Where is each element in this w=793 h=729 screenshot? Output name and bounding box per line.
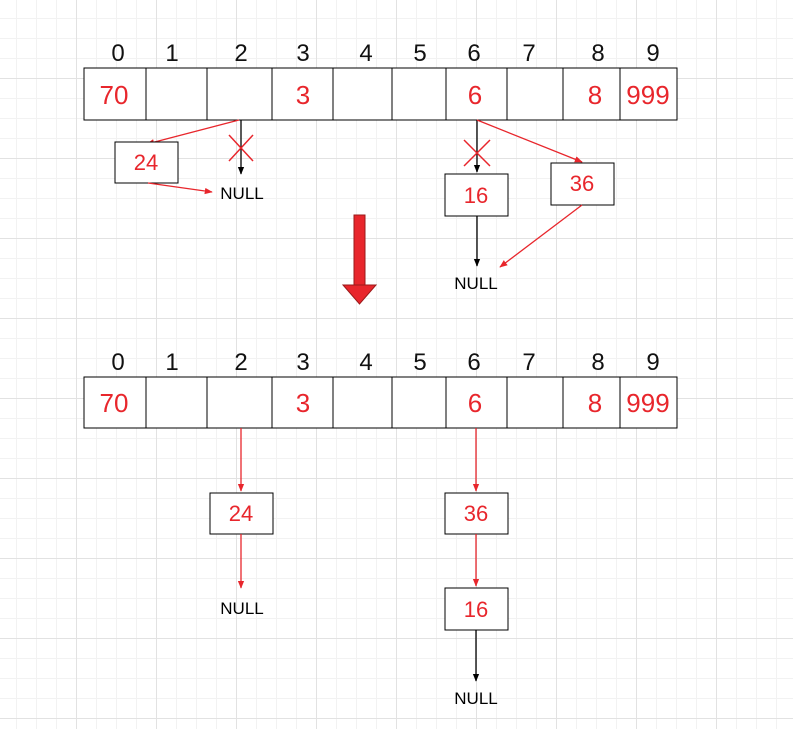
array-cell — [445, 67, 508, 121]
transition-down-arrow-icon — [341, 214, 378, 305]
list-node-value: 36 — [570, 171, 594, 196]
cell-value: 3 — [296, 80, 310, 110]
cell-value: 8 — [588, 388, 602, 418]
index-label: 0 — [111, 349, 124, 376]
array-cell — [145, 67, 208, 121]
index-label: 3 — [296, 349, 309, 376]
array-cell — [145, 376, 208, 429]
cell-value: 70 — [100, 80, 129, 110]
index-label: 3 — [296, 40, 309, 67]
index-label: 9 — [646, 40, 659, 67]
list-node-box — [444, 587, 509, 631]
index-label: 8 — [591, 349, 604, 376]
pointer-arrow — [499, 204, 583, 268]
index-label: 2 — [234, 40, 247, 67]
array-cell — [619, 67, 678, 121]
after-array: 70 3 6 8 999 — [83, 376, 678, 429]
null-label: NULL — [454, 274, 497, 293]
array-cell — [562, 376, 621, 429]
before-array: 70 3 6 8 999 — [83, 67, 678, 121]
cell-value: 8 — [588, 80, 602, 110]
before-section: 0 1 2 3 4 5 6 7 8 9 70 3 — [83, 40, 678, 293]
list-node-box — [114, 141, 179, 184]
before-index-labels: 0 1 2 3 4 5 6 7 8 9 — [111, 40, 659, 67]
array-cell — [506, 376, 564, 429]
cell-value: 999 — [626, 388, 669, 418]
list-node-value: 16 — [464, 597, 488, 622]
cell-value: 6 — [468, 388, 482, 418]
after-index-labels: 0 1 2 3 4 5 6 7 8 9 — [111, 349, 659, 376]
index-label: 8 — [591, 40, 604, 67]
index-label: 9 — [646, 349, 659, 376]
index-label: 5 — [413, 349, 426, 376]
list-node-value: 16 — [464, 183, 488, 208]
array-cell — [619, 376, 678, 429]
index-label: 7 — [522, 40, 535, 67]
cell-value: 3 — [296, 388, 310, 418]
array-cell — [332, 376, 393, 429]
list-node-box — [444, 173, 509, 217]
after-section: 0 1 2 3 4 5 6 7 8 9 70 3 — [83, 349, 678, 708]
null-label: NULL — [454, 689, 497, 708]
array-cell — [83, 376, 147, 429]
array-cell — [206, 376, 273, 429]
list-node-box — [550, 162, 615, 206]
index-label: 0 — [111, 40, 124, 67]
pointer-arrow — [476, 119, 583, 163]
list-node-value: 24 — [134, 150, 158, 175]
index-label: 4 — [359, 40, 372, 67]
index-label: 1 — [165, 349, 178, 376]
cell-value: 999 — [626, 80, 669, 110]
pointer-arrow — [147, 182, 213, 195]
list-node-value: 24 — [229, 501, 253, 526]
index-label: 6 — [467, 349, 480, 376]
index-label: 7 — [522, 349, 535, 376]
array-cell — [391, 67, 447, 121]
cell-value: 70 — [100, 388, 129, 418]
index-label: 1 — [165, 40, 178, 67]
removed-link-cross-icon — [463, 139, 491, 167]
array-cell — [271, 67, 334, 121]
array-cell — [391, 376, 447, 429]
index-label: 4 — [359, 349, 372, 376]
list-node-box — [444, 492, 509, 535]
index-label: 5 — [413, 40, 426, 67]
list-node-value: 36 — [464, 501, 488, 526]
array-cell — [506, 67, 564, 121]
array-cell — [206, 67, 273, 121]
list-node-box — [209, 492, 274, 535]
array-cell — [83, 67, 147, 121]
cell-value: 6 — [468, 80, 482, 110]
removed-link-cross-icon — [228, 134, 254, 162]
null-label: NULL — [220, 599, 263, 618]
index-label: 2 — [234, 349, 247, 376]
index-label: 6 — [467, 40, 480, 67]
array-cell — [445, 376, 508, 429]
null-label: NULL — [220, 184, 263, 203]
array-cell — [332, 67, 393, 121]
pointer-arrow — [146, 119, 240, 146]
